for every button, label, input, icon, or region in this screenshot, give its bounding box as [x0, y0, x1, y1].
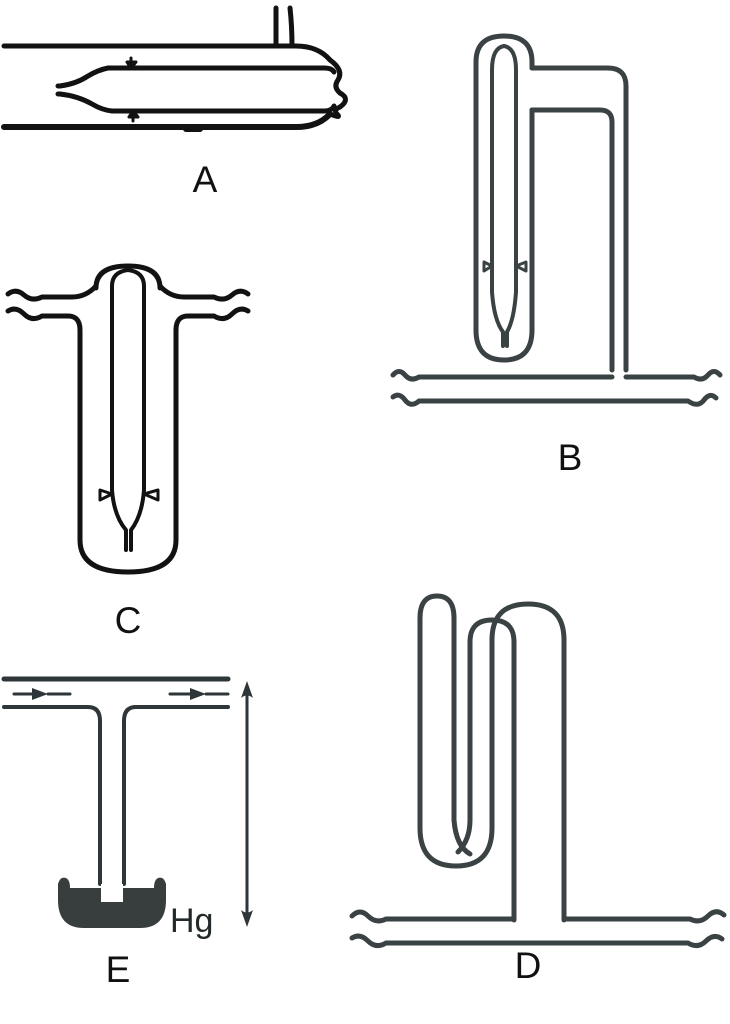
panel-a-capillary-inlet [55, 83, 63, 97]
panel-b-inner-left-wall [490, 44, 506, 294]
panel-b-pinch-mark-left [482, 260, 494, 273]
panel-e-height-arrow-head-bottom [241, 910, 253, 927]
panel-b-sidearm-outer [529, 65, 629, 373]
panel-c-inner-right-wall [126, 268, 146, 492]
panel-e-height-arrow-head-top [241, 681, 253, 698]
panel-a-sidearm-stub-right [287, 5, 295, 49]
panel-a-bulb-upper [327, 57, 343, 96]
panel-c-duct-right-top [157, 283, 251, 302]
panel-d-label: D [515, 945, 542, 986]
panel-c-duct-left-top [5, 283, 99, 302]
panel-d-left-hairpin [417, 593, 457, 831]
panel-e: Hg E [1, 676, 253, 990]
panel-c-pinch-mark-left [98, 488, 114, 502]
panel-b-outer-jacket-upper [473, 33, 535, 333]
panel-a-inner-top-wall [57, 65, 337, 89]
panel-b-inner-right-wall [502, 44, 518, 294]
panel-b-duct-bottom [390, 392, 719, 407]
panel-b-outer-jacket-lower [473, 107, 535, 363]
panel-e-flow-arrow-left [12, 688, 72, 700]
panel-a-bulb-lower [327, 104, 343, 119]
panel-c-pinch-mark-right [142, 488, 160, 502]
panel-d: D [349, 593, 727, 986]
panel-b-sidearm-inner [529, 107, 615, 373]
panel-d-duct-top-right [561, 909, 727, 924]
panel-c-jacket-top [93, 263, 163, 291]
panel-c-jacket-bottom [77, 483, 179, 575]
panel-d-crossover-left [451, 817, 473, 857]
panel-d-crossover-right [455, 817, 473, 855]
panel-e-tube-gap-in-mercury [101, 884, 123, 902]
panel-a: A [1, 5, 348, 200]
panel-a-inner-bottom-wall [57, 91, 337, 114]
panel-a-label: A [193, 159, 218, 200]
panel-d-duct-top-left [349, 909, 517, 924]
panel-e-label: E [106, 949, 131, 990]
panel-b-duct-top-right [623, 369, 723, 382]
panel-e-flow-arrow-right [168, 688, 230, 700]
panel-d-duct-bottom [349, 933, 725, 949]
panel-d-outer-bottom-bend [417, 637, 495, 869]
panel-b-inner-taper-right [505, 290, 518, 348]
panel-c: C [5, 263, 251, 641]
panel-b-pinch-mark-right [514, 260, 528, 273]
panel-e-mercury-label: Hg [170, 902, 213, 940]
panel-b-label: B [558, 437, 583, 478]
panel-b-duct-top-left [390, 369, 615, 382]
panel-e-height-arrow [241, 681, 253, 927]
panel-c-label: C [115, 600, 142, 641]
panel-e-duct-right-inner [122, 705, 230, 886]
panel-e-flow-arrow-left-head [32, 688, 48, 700]
panel-c-inner-left-wall [110, 268, 130, 492]
panel-e-flow-arrow-right-head [190, 688, 206, 700]
panel-e-duct-left-inner [2, 705, 102, 886]
panel-a-outer-bottom-wall [1, 111, 333, 130]
panel-b-inner-taper-left [490, 290, 505, 348]
panel-d-inner-hairpin [467, 617, 517, 923]
panel-e-mercury-reservoir [58, 877, 166, 928]
panel-c-duct-right-bottom [173, 306, 251, 489]
panel-a-outer-top-wall [1, 43, 333, 63]
panel-b: B [390, 33, 723, 478]
panel-c-duct-left-bottom [5, 306, 83, 489]
